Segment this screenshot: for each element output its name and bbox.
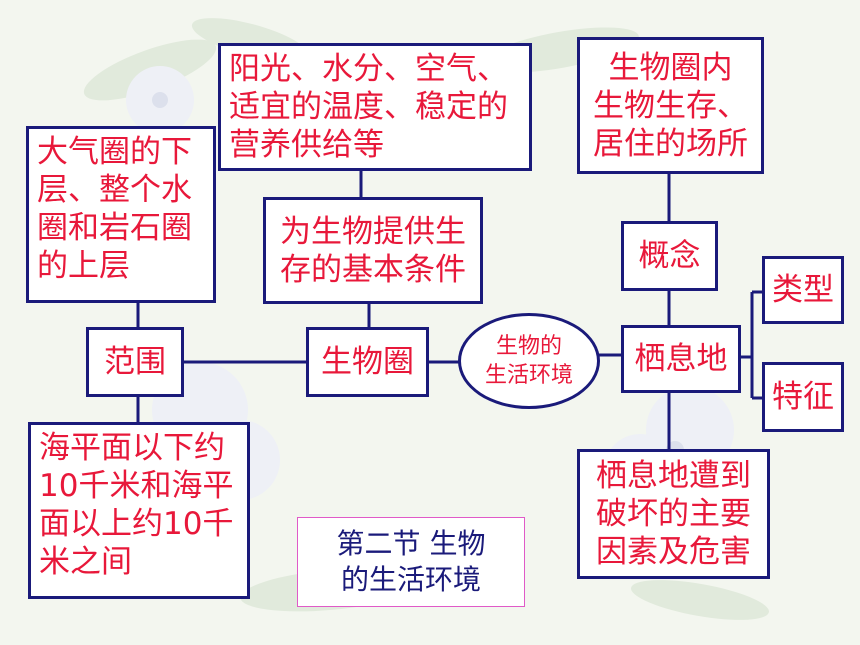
feature-box: 特征 (762, 362, 844, 432)
type-box: 类型 (762, 256, 844, 324)
conditions-box: 为生物提供生 存的基本条件 (263, 197, 483, 304)
section-title: 第二节 生物 的生活环境 (297, 517, 525, 607)
range-box: 范围 (86, 327, 184, 397)
concept-box: 概念 (621, 221, 718, 291)
biosphere-box: 生物圈 (306, 327, 429, 397)
center-topic-ellipse: 生物的 生活环境 (458, 313, 600, 409)
range-scope-box: 大气圈的下 层、整个水 圈和岩石圈 的上层 (26, 126, 216, 303)
habitat-box: 栖息地 (621, 325, 741, 393)
habitat-damage-box: 栖息地遭到 破坏的主要 因素及危害 (577, 449, 770, 579)
range-altitude-box: 海平面以下约 10千米和海平 面以上约10千 米之间 (28, 422, 250, 599)
habitat-definition-box: 生物圈内 生物生存、 居住的场所 (577, 37, 764, 174)
conditions-detail-box: 阳光、水分、空气、 适宜的温度、稳定的 营养供给等 (218, 43, 532, 171)
